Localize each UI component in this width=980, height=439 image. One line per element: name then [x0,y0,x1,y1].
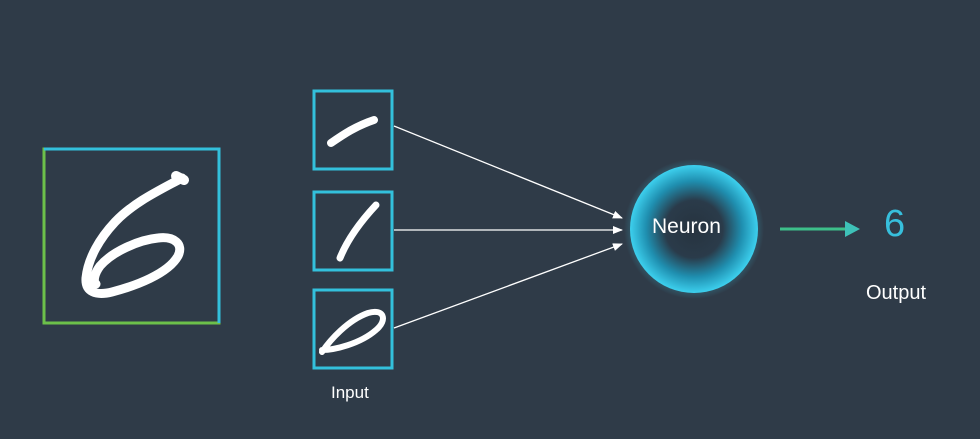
input-label: Input [331,383,369,402]
digit-six-image [42,147,221,325]
output-value: 6 [884,203,906,245]
stroke-fragment-top [327,116,378,147]
digit-six-stroke [81,171,189,298]
output-arrow [780,221,860,237]
stroke-fragment-bottom [319,308,386,355]
connection-arrow-bottom [393,243,623,329]
input-patch-middle [312,190,394,272]
stroke-fragment-middle [336,201,380,262]
input-patch-bottom [312,288,394,370]
image-frame-cyan [44,147,221,323]
image-frame-green [42,147,221,325]
connection-arrow-top [393,125,623,219]
neuron-label: Neuron [652,215,721,238]
neuron-node [624,159,764,299]
input-patch-top [312,89,394,171]
output-label: Output [866,282,927,304]
